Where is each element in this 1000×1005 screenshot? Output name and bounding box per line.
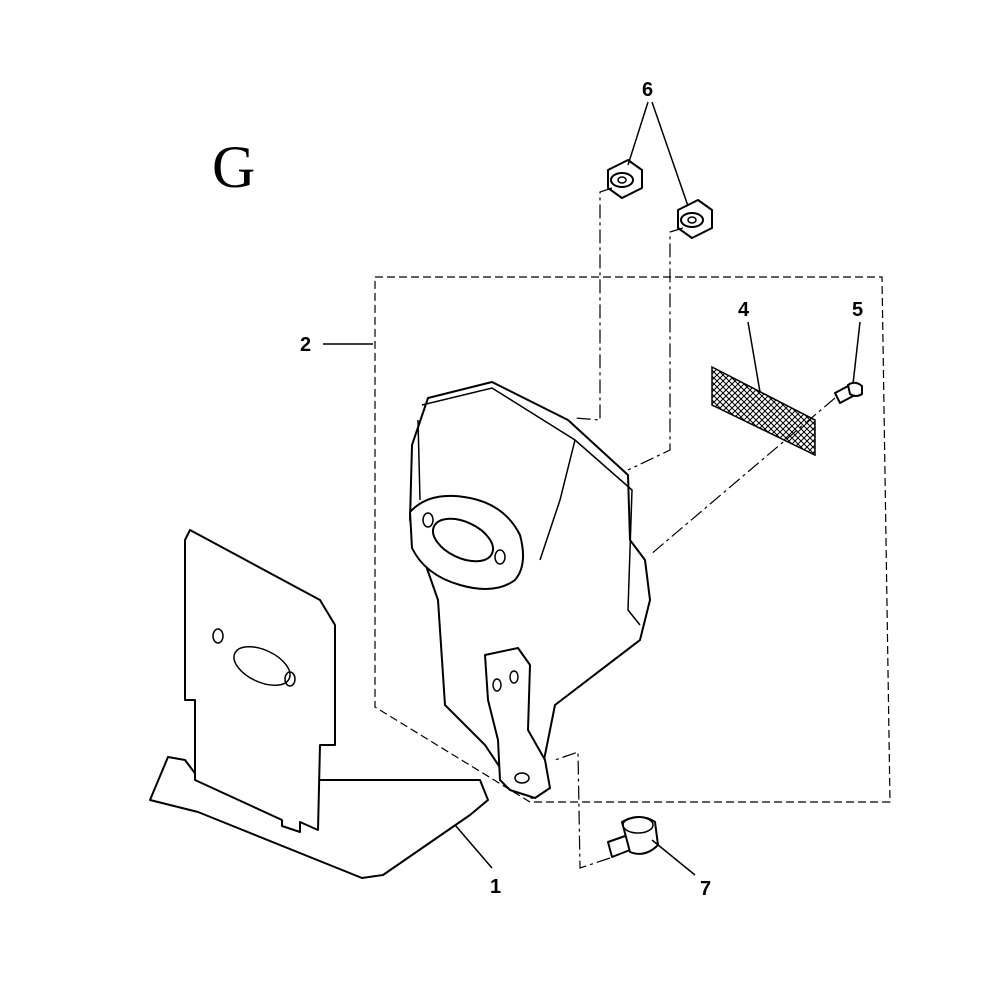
nut-upper — [607, 159, 643, 199]
gasket-heat-shield — [149, 529, 489, 879]
leader-line-bolt — [651, 839, 696, 876]
leader-line-screw — [852, 321, 861, 385]
leader-line-screen — [747, 321, 761, 393]
leader-line-nut-upper — [627, 101, 649, 166]
assembly-line-bolt — [554, 751, 611, 869]
assembly-line-nut-lower — [627, 227, 684, 471]
assembly-boundary — [374, 276, 891, 803]
assembly-line-nut-upper — [574, 187, 613, 421]
muffler-body — [409, 381, 651, 799]
callout-nuts: 6 — [642, 79, 653, 101]
callout-bolt: 7 — [700, 878, 711, 900]
leader-line-nut-lower — [651, 101, 689, 207]
assembly-line-screw — [649, 397, 836, 556]
leader-line-gasket — [454, 824, 493, 869]
callout-screw: 5 — [852, 299, 863, 321]
section-letter: G — [212, 134, 255, 200]
nut-lower — [677, 199, 713, 239]
bolt — [607, 816, 659, 858]
callout-screen: 4 — [738, 299, 750, 321]
callout-muffler-assembly: 2 — [300, 334, 311, 356]
spark-arrestor-screen — [711, 365, 816, 457]
screw — [834, 381, 863, 404]
callout-gasket: 1 — [490, 876, 501, 898]
